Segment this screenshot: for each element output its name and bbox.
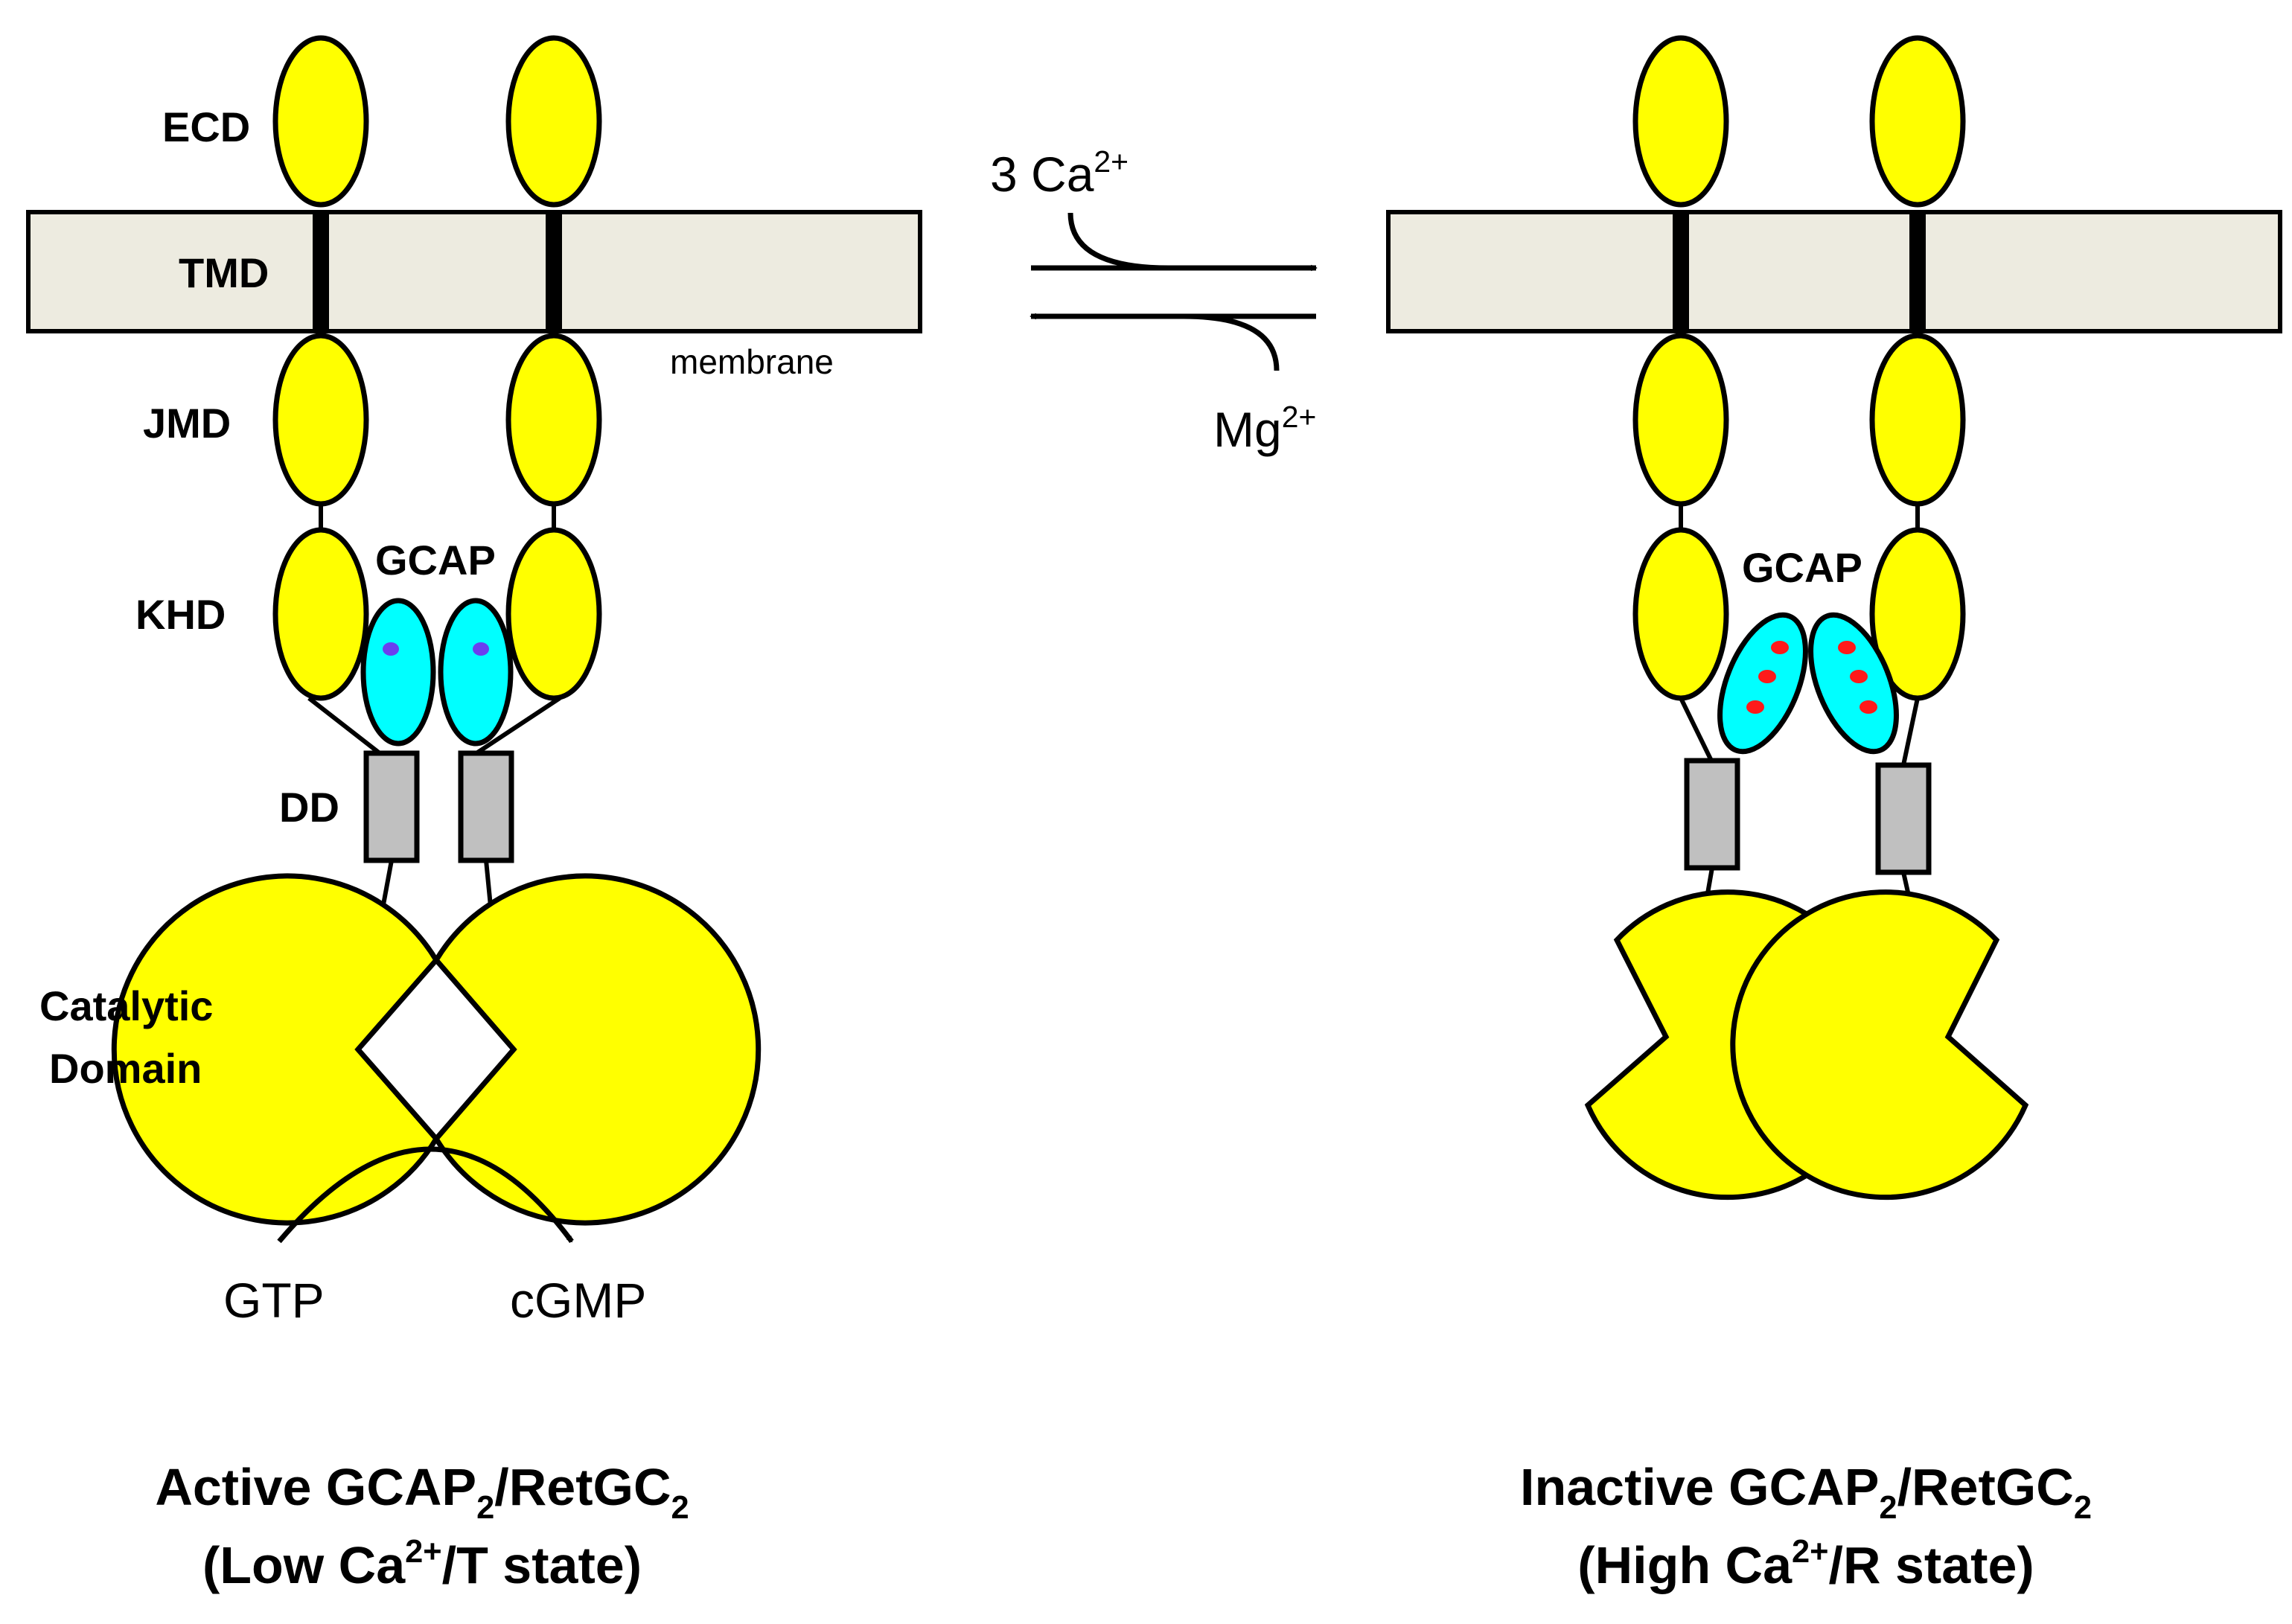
label-jmd: JMD [143,400,231,447]
caption-inactive: Inactive GCAP2/RetGC2 (High Ca2+/R state… [1520,1458,2092,1594]
dd-domain-right-2 [1875,762,1932,875]
khd-domain-left-2 [505,527,602,701]
label-gcap-left: GCAP [375,537,496,584]
label-khd: KHD [135,591,226,638]
ecd-domain-left-2 [505,35,602,208]
gcap-left-1 [360,598,436,747]
label-ecd: ECD [162,103,250,150]
ca-dot-3 [1746,700,1764,714]
dd-domain-left-1 [363,750,420,863]
gcap-right-2 [1808,612,1899,755]
ca-dot-1 [1771,641,1789,654]
label-cgmp: cGMP [510,1273,646,1328]
ca-dot-6 [1860,700,1877,714]
tmd-helix-right-2 [1909,212,1926,331]
caption-inactive-line2: (High Ca2+/R state) [1577,1534,2034,1594]
tmd-helix-left-1 [313,212,329,331]
catalytic-domain-right-2 [1730,889,2029,1201]
label-gtp: GTP [223,1273,325,1328]
ca-dot-2 [1758,670,1776,683]
ecd-domain-left-1 [272,35,369,208]
jmd-domain-left-1 [272,333,369,507]
dd-domain-left-2 [458,750,514,863]
label-gcap-right: GCAP [1742,544,1862,591]
caption-inactive-line1: Inactive GCAP2/RetGC2 [1520,1458,2092,1526]
membrane-right [1386,210,2282,333]
mg-dot-2 [473,642,489,656]
label-tmd: TMD [179,249,269,296]
caption-active-line2: (Low Ca2+/T state) [202,1534,642,1594]
jmd-domain-left-2 [505,333,602,507]
jmd-domain-right-2 [1869,333,1966,507]
caption-active: Active GCAP2/RetGC2 (Low Ca2+/T state) [155,1458,689,1594]
inactive-complex: GCAP [1386,35,2282,1201]
label-calcium: 3 Ca2+ [990,144,1129,202]
ecd-domain-right-1 [1632,35,1729,208]
ca-dot-5 [1850,670,1868,683]
catalytic-domain-active [111,873,762,1226]
label-membrane: membrane [670,342,834,381]
tmd-helix-left-2 [546,212,562,331]
label-dd: DD [279,784,339,831]
mg-dot-1 [383,642,399,656]
active-complex: ECD TMD JMD KHD GCAP DD Catalytic Domain… [26,35,922,1328]
label-magnesium: Mg2+ [1213,400,1316,457]
khd-domain-right-1 [1632,527,1729,701]
membrane-left [26,210,922,333]
khd-domain-left-1 [272,527,369,701]
label-catalytic-2: Domain [49,1045,202,1092]
caption-active-line1: Active GCAP2/RetGC2 [155,1458,689,1526]
reaction-arrow [277,1146,574,1244]
equilibrium-arrows: 3 Ca2+ Mg2+ [990,144,1316,457]
label-catalytic-1: Catalytic [39,982,213,1029]
dd-domain-right-1 [1684,758,1740,871]
gcap-left-2 [438,598,514,747]
jmd-domain-right-1 [1632,333,1729,507]
ca-dot-4 [1838,641,1856,654]
ecd-domain-right-2 [1869,35,1966,208]
tmd-helix-right-1 [1673,212,1689,331]
